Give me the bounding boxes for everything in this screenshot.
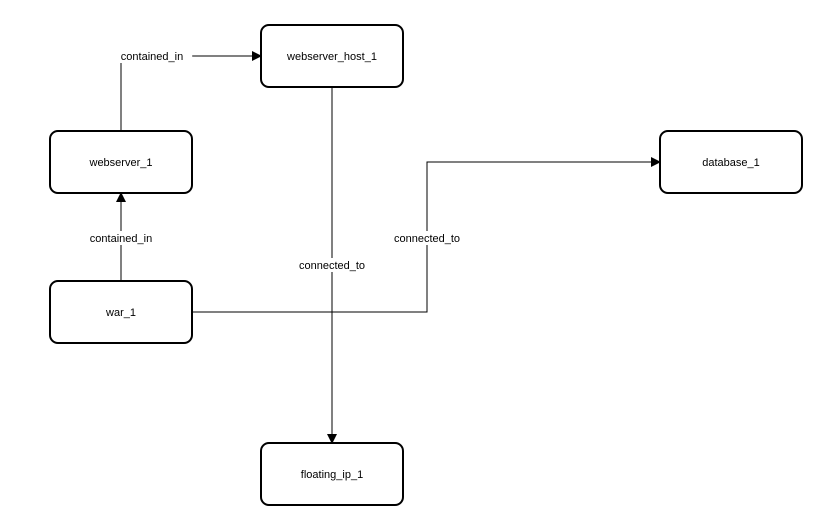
edge-war_1-database_1: connected_to <box>192 157 661 313</box>
node-label: floating_ip_1 <box>301 469 363 481</box>
node-war_1[interactable]: war_1 <box>49 280 193 344</box>
edge-label: connected_to <box>394 233 460 245</box>
node-box[interactable] <box>659 130 803 194</box>
node-label: webserver_1 <box>89 157 153 169</box>
edge-war_1-webserver_1: contained_in <box>80 192 162 281</box>
nodes-layer: webserver_host_1 webserver_1 database_1war… <box>49 24 803 506</box>
edge-webserver_1-webserver_host_1: contained_in <box>111 49 262 131</box>
edge-label-background <box>291 258 373 272</box>
node-webserver_host_1[interactable]: webserver_host_1 <box>260 24 404 88</box>
node-floating_ip_1[interactable]: floating_ip_1 <box>260 442 404 506</box>
node-box[interactable] <box>49 280 193 344</box>
edges-layer: contained_incontained_inconnected_toconn… <box>80 49 661 444</box>
edge-label-background <box>111 49 193 63</box>
node-box[interactable] <box>260 442 404 506</box>
node-label: webserver_host_1 <box>286 51 377 63</box>
node-webserver_1[interactable]: webserver_1 <box>49 130 193 194</box>
edge-label-background <box>386 231 468 245</box>
edge-label: contained_in <box>90 233 152 245</box>
edge-webserver_host_1-floating_ip_1: connected_to <box>291 87 373 444</box>
edge-line[interactable] <box>120 51 262 131</box>
node-box[interactable] <box>49 130 193 194</box>
edge-label: connected_to <box>299 260 365 272</box>
edge-label: contained_in <box>121 51 183 63</box>
node-box[interactable] <box>260 24 404 88</box>
node-label: war_1 <box>105 307 136 319</box>
node-label: database_1 <box>702 157 760 169</box>
edge-label-background <box>80 231 162 245</box>
node-database_1[interactable]: database_1 <box>659 130 803 194</box>
